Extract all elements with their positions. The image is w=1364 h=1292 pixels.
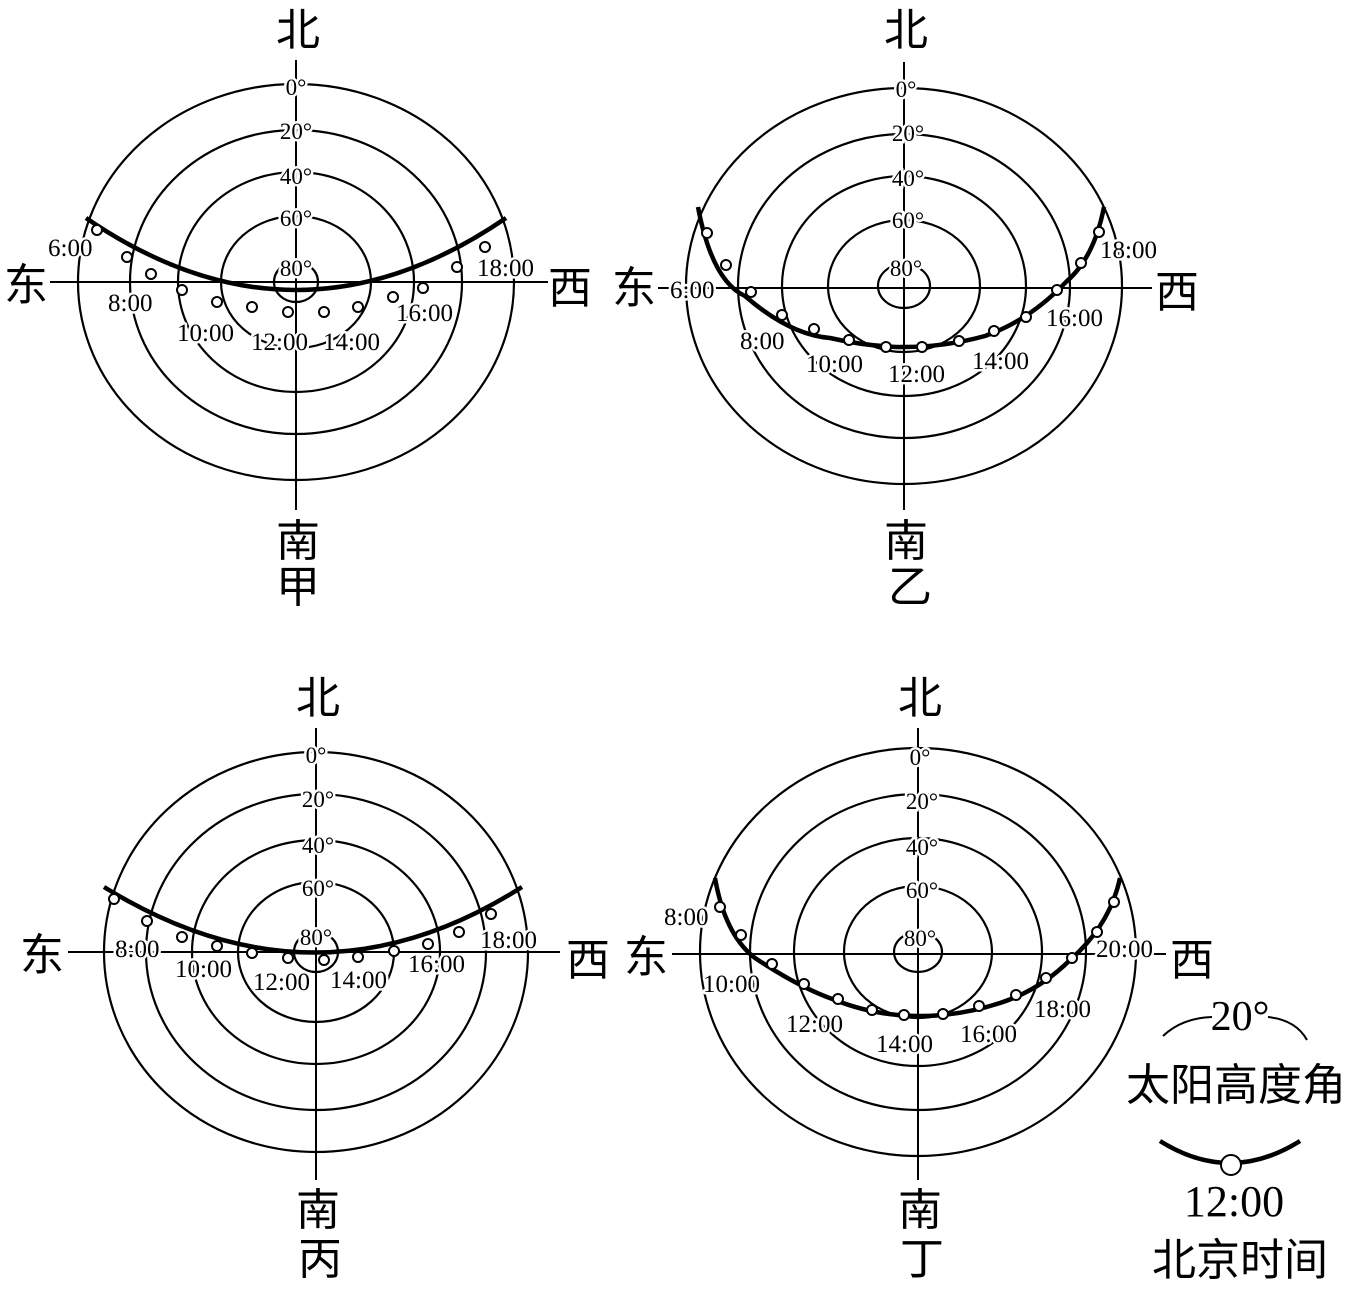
south-label: 南	[296, 1186, 340, 1235]
west-label: 西	[1155, 268, 1199, 317]
hour-markers	[108, 893, 497, 966]
diagram-bing: 0° 20° 40° 60° 80° 8:00 10:00 12:00 14:0…	[20, 674, 610, 1284]
ring-label-20: 20°	[892, 121, 924, 146]
south-label: 南	[884, 517, 928, 566]
east-label: 东	[4, 261, 48, 310]
east-label: 东	[20, 931, 64, 980]
legend: 20° 太阳高度角 12:00 北京时间	[1126, 994, 1346, 1285]
north-label: 北	[898, 674, 942, 723]
sun-path-curve	[84, 216, 508, 293]
ring-label-80: 80°	[890, 256, 922, 281]
time-label-8: 8:00	[740, 328, 784, 355]
north-label: 北	[884, 6, 928, 55]
ring-label-60: 60°	[302, 876, 334, 901]
legend-ring-arc-right	[1267, 1016, 1308, 1041]
west-label: 西	[566, 936, 610, 985]
time-label-10: 10:00	[177, 320, 234, 347]
ring-label-40: 40°	[302, 833, 334, 858]
north-label: 北	[296, 674, 340, 723]
east-label: 东	[612, 264, 656, 313]
ring-label-0: 0°	[286, 75, 307, 100]
north-label: 北	[276, 6, 320, 55]
legend-time-label: 北京时间	[1152, 1236, 1328, 1285]
legend-ring-arc-left	[1162, 1016, 1213, 1037]
time-label-6: 6:00	[48, 235, 92, 262]
diagram-label: 乙	[888, 563, 932, 612]
ring-label-80: 80°	[280, 256, 312, 281]
legend-time-value: 12:00	[1184, 1177, 1284, 1226]
ring-label-0: 0°	[896, 77, 917, 102]
ring-label-20: 20°	[302, 787, 334, 812]
time-label-20: 20:00	[1096, 936, 1153, 963]
time-label-14: 14:00	[323, 329, 380, 356]
west-label: 西	[548, 264, 592, 313]
legend-hour-marker	[1220, 1154, 1242, 1176]
time-label-10: 10:00	[175, 956, 232, 983]
time-label-6: 6:00	[670, 277, 714, 304]
time-label-16: 16:00	[960, 1021, 1017, 1048]
diagram-label: 丁	[900, 1235, 944, 1284]
ring-label-0: 0°	[306, 743, 327, 768]
time-label-18: 18:00	[480, 927, 537, 954]
time-label-12: 12:00	[888, 361, 945, 388]
ring-label-80: 80°	[300, 925, 332, 950]
sun-path-curve	[695, 206, 1107, 350]
hour-markers	[91, 224, 491, 318]
time-label-16: 16:00	[1046, 305, 1103, 332]
ring-label-20: 20°	[906, 789, 938, 814]
time-label-16: 16:00	[396, 300, 453, 327]
legend-angle-label: 太阳高度角	[1126, 1061, 1346, 1110]
ring-label-60: 60°	[280, 206, 312, 231]
diagram-ding: 0° 20° 40° 60° 80° 8:00 10:00 12:00 14:0…	[624, 674, 1214, 1284]
sun-path-curve	[102, 885, 524, 955]
diagram-label: 丙	[298, 1235, 342, 1284]
time-label-14: 14:00	[330, 967, 387, 994]
time-label-12: 12:00	[786, 1011, 843, 1038]
ring-label-40: 40°	[892, 166, 924, 191]
time-label-8: 8:00	[115, 936, 159, 963]
diagram-label: 甲	[276, 563, 320, 612]
diagram-jia: 0° 20° 40° 60° 80° 6:00 8:00 10:00 12:00…	[4, 6, 592, 612]
ring-label-20: 20°	[280, 119, 312, 144]
west-label: 西	[1170, 936, 1214, 985]
ring-label-40: 40°	[280, 164, 312, 189]
time-label-8: 8:00	[664, 904, 708, 931]
diagram-yi: 0° 20° 40° 60° 80° 6:00 8:00 10:00 12:00…	[612, 6, 1199, 612]
south-label: 南	[276, 517, 320, 566]
time-label-10: 10:00	[703, 971, 760, 998]
hour-markers	[714, 896, 1120, 1021]
east-label: 东	[624, 933, 668, 982]
ring-label-60: 60°	[906, 878, 938, 903]
ring-label-40: 40°	[906, 835, 938, 860]
time-label-12: 12:00	[251, 329, 308, 356]
time-label-18: 18:00	[477, 255, 534, 282]
time-label-14: 14:00	[972, 348, 1029, 375]
ring-label-60: 60°	[892, 208, 924, 233]
hour-markers	[701, 226, 1105, 353]
ring-label-0: 0°	[910, 745, 931, 770]
time-label-18: 18:00	[1034, 996, 1091, 1023]
time-label-18: 18:00	[1100, 237, 1157, 264]
south-label: 南	[898, 1186, 942, 1235]
ring-label-80: 80°	[904, 926, 936, 951]
time-label-8: 8:00	[108, 290, 152, 317]
legend-angle-value: 20°	[1211, 994, 1270, 1040]
time-label-14: 14:00	[876, 1031, 933, 1058]
time-label-16: 16:00	[408, 951, 465, 978]
time-label-10: 10:00	[806, 351, 863, 378]
time-label-12: 12:00	[253, 969, 310, 996]
